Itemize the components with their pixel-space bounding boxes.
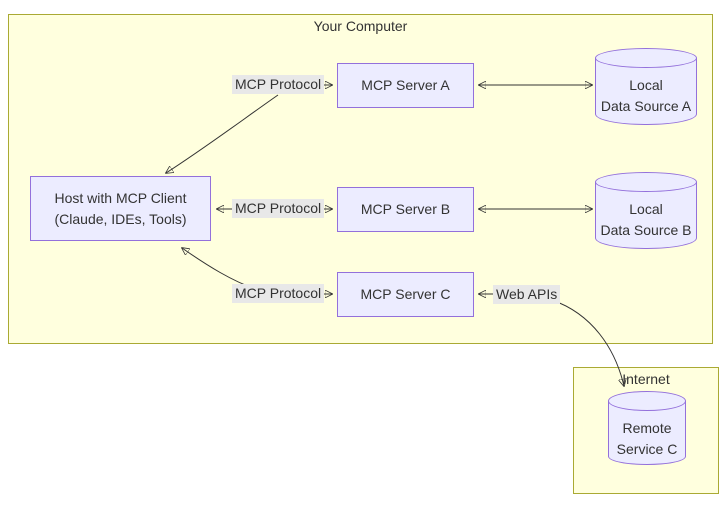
label-line2: Data Source B	[600, 222, 692, 238]
cluster-internet: Internet	[573, 367, 719, 494]
node-mcp-server-c: MCP Server C	[337, 272, 474, 317]
edge-label-mcp-protocol-b: MCP Protocol	[232, 199, 325, 218]
cylinder-top	[595, 172, 697, 192]
node-local-data-source-b-label: Local Data Source B	[595, 199, 697, 241]
cylinder-top	[608, 391, 686, 411]
node-mcp-server-c-label: MCP Server C	[360, 286, 451, 302]
node-mcp-server-b-label: MCP Server B	[360, 201, 451, 217]
label-line1: Remote	[622, 420, 672, 436]
node-mcp-server-a-label: MCP Server A	[361, 77, 450, 93]
edge-label-mcp-protocol-c: MCP Protocol	[232, 284, 325, 303]
label-line2: Data Source A	[600, 98, 692, 114]
node-remote-service-c: Remote Service C	[608, 391, 686, 465]
cluster-your-computer-title: Your Computer	[313, 18, 408, 34]
node-host-line1: Host with MCP Client	[54, 189, 187, 206]
label-line2: Service C	[616, 441, 678, 457]
cluster-internet-title: Internet	[622, 371, 670, 387]
node-host-line2: (Claude, IDEs, Tools)	[54, 210, 187, 227]
label-line1: Local	[629, 77, 663, 93]
cylinder-body	[595, 182, 697, 249]
edge-label-mcp-protocol-a: MCP Protocol	[232, 75, 325, 94]
node-remote-service-c-label: Remote Service C	[608, 418, 686, 460]
node-mcp-server-b: MCP Server B	[337, 187, 474, 232]
node-local-data-source-a-label: Local Data Source A	[595, 75, 697, 117]
edge-label-web-apis: Web APIs	[493, 285, 561, 304]
node-mcp-server-a: MCP Server A	[337, 63, 474, 108]
node-host: Host with MCP Client (Claude, IDEs, Tool…	[30, 176, 211, 241]
cylinder-top	[595, 48, 697, 68]
cylinder-body	[608, 401, 686, 465]
label-line1: Local	[629, 201, 663, 217]
node-local-data-source-a: Local Data Source A	[595, 48, 697, 125]
node-local-data-source-b: Local Data Source B	[595, 172, 697, 249]
cylinder-body	[595, 58, 697, 125]
